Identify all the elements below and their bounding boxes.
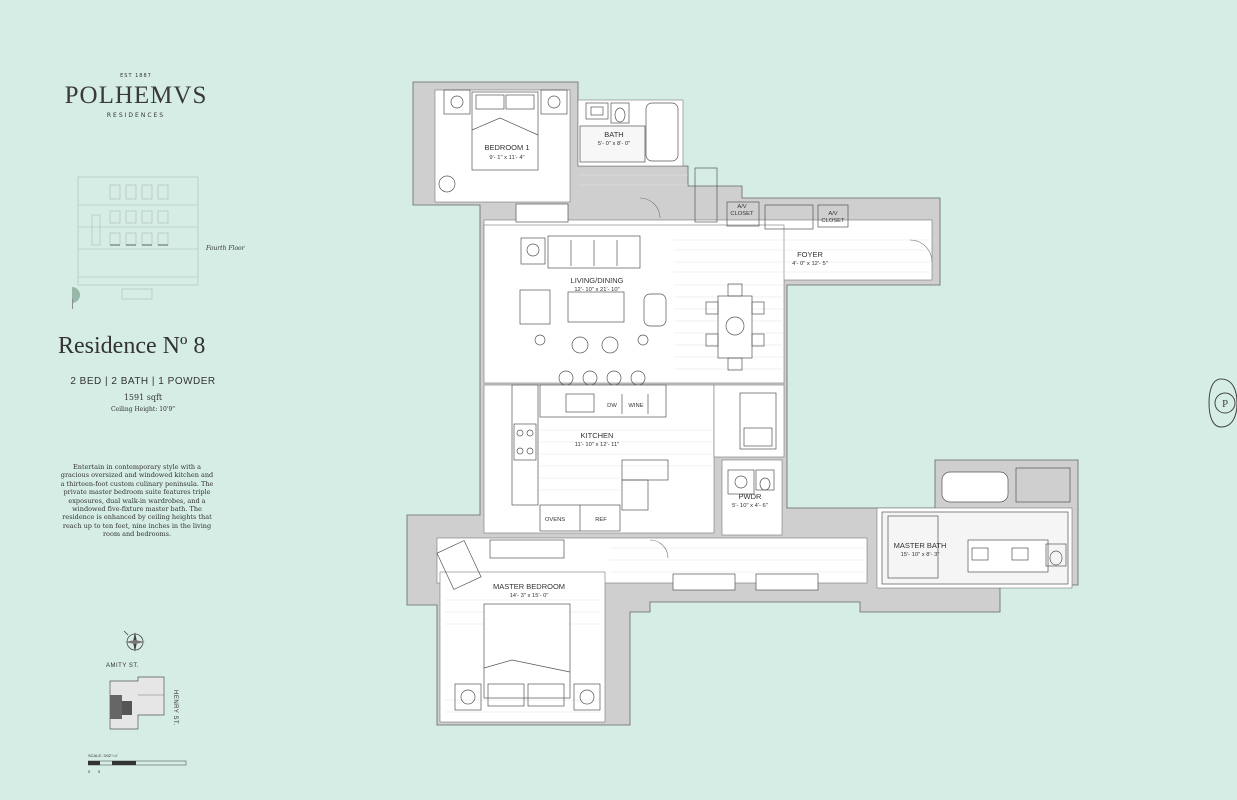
- street-amity: AMITY ST.: [106, 663, 140, 669]
- label-masterbed: MASTER BEDROOM: [493, 582, 565, 591]
- label-ovens: OVENS: [545, 517, 565, 523]
- brand-est: EST 1887: [120, 73, 152, 79]
- label-av2: A/V: [828, 211, 837, 217]
- building-elevation-icon: [72, 176, 199, 309]
- brand-logo: POLHEMVS: [64, 82, 208, 109]
- label-bath: BATH: [604, 130, 623, 139]
- residence-description: Entertain in contemporary style with a g…: [60, 463, 214, 539]
- label-av1-closet: CLOSET: [730, 211, 754, 217]
- seal-icon: P: [1208, 378, 1237, 428]
- door-swings: [639, 197, 933, 559]
- dim-masterbath: 15'- 10" x 8'- 3": [901, 552, 940, 558]
- label-foyer: FOYER: [797, 250, 823, 259]
- info-panel: EST 1887 POLHEMVS RESIDENCES Fourth Floo…: [0, 0, 270, 800]
- svg-text:0: 0: [88, 769, 91, 774]
- label-dw: DW: [607, 403, 617, 409]
- label-masterbath: MASTER BATH: [894, 541, 947, 550]
- label-pwdr: PWDR: [739, 492, 762, 501]
- residence-ceiling: Ceiling Height: 10'9": [110, 406, 176, 413]
- floor-label: Fourth Floor: [206, 245, 245, 252]
- residence-title: Residence Nº 8: [58, 333, 206, 359]
- scale-bar: 0 5: [88, 760, 187, 774]
- svg-text:5: 5: [98, 769, 101, 774]
- floor-hatching: [445, 174, 930, 713]
- compass-icon: [123, 630, 145, 652]
- label-kitchen: KITCHEN: [581, 431, 614, 440]
- label-living: LIVING/DINING: [571, 276, 624, 285]
- label-av2-closet: CLOSET: [821, 218, 845, 224]
- site-key-plan: [109, 676, 165, 730]
- dim-kitchen: 11'- 10" x 12'- 11": [575, 442, 619, 448]
- label-wine: WINE: [628, 403, 643, 409]
- room-labels: BEDROOM 1 9'- 1" x 11'- 4" BATH 5'- 0" x…: [484, 130, 946, 599]
- dim-bedroom1: 9'- 1" x 11'- 4": [489, 155, 524, 161]
- dim-masterbed: 14'- 3" x 15'- 0": [510, 593, 549, 599]
- tree-icon: [72, 287, 80, 309]
- svg-text:P: P: [1222, 398, 1228, 410]
- scale-label: SCALE: 3/32"=1': [88, 753, 118, 758]
- label-bedroom1: BEDROOM 1: [484, 143, 529, 152]
- furniture: [436, 89, 1071, 711]
- dim-bath: 5'- 0" x 8'- 0": [598, 141, 630, 147]
- brand-subtitle: RESIDENCES: [106, 112, 166, 119]
- dim-foyer: 4'- 0" x 12'- 5": [792, 261, 828, 267]
- dim-living: 12'- 10" x 21'- 10": [574, 287, 619, 293]
- residence-config: 2 BED | 2 BATH | 1 POWDER: [70, 376, 216, 387]
- residence-sqft: 1591 sqft: [123, 393, 163, 402]
- street-henry: HENRY ST.: [172, 690, 178, 726]
- dim-pwdr: 5'- 10" x 4'- 6": [732, 503, 768, 509]
- label-ref: REF: [595, 517, 607, 523]
- label-av1: A/V: [737, 204, 746, 210]
